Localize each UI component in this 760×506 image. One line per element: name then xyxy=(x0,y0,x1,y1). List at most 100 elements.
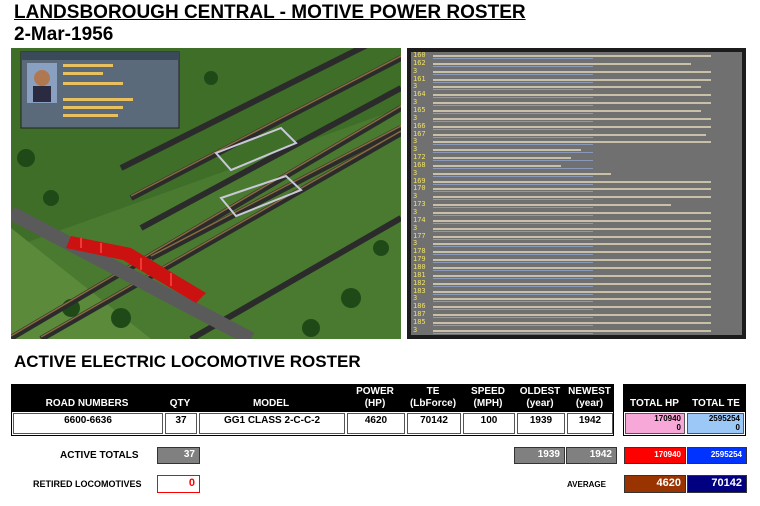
vehicle-profit-bar xyxy=(433,282,711,285)
vehicle-info-line xyxy=(433,81,593,83)
vehicle-number: 168 xyxy=(413,160,426,169)
vehicle-info-line xyxy=(433,238,593,240)
list-item: 3 xyxy=(411,145,742,154)
col-newest: NEWEST (year) xyxy=(568,386,611,409)
vehicle-info-line xyxy=(433,222,593,224)
vehicle-info-line xyxy=(433,65,593,67)
list-item: 3 xyxy=(411,325,742,335)
active-total-hp-box: 170940 xyxy=(624,447,686,464)
vehicle-number: 3 xyxy=(413,208,418,216)
vehicle-profit-bar xyxy=(433,196,711,199)
vehicle-profit-bar xyxy=(433,55,711,57)
table-row: 6600-6636 37 GG1 CLASS 2-C-C-2 4620 7014… xyxy=(11,411,614,436)
vehicle-profit-bar xyxy=(433,125,711,128)
list-item: 183 xyxy=(411,287,742,296)
list-item: 177 xyxy=(411,232,742,241)
list-item: 173 xyxy=(411,200,742,209)
vehicle-info-line xyxy=(433,199,593,201)
vehicle-number: 3 xyxy=(413,66,418,75)
col-model: MODEL xyxy=(252,398,290,409)
list-item: 180 xyxy=(411,263,742,272)
vehicle-number: 3 xyxy=(413,325,418,334)
page-title: LANDSBOROUGH CENTRAL - MOTIVE POWER ROST… xyxy=(14,2,526,23)
col-total-te: TOTAL TE xyxy=(692,398,740,409)
list-item: 166 xyxy=(411,121,742,131)
list-item: 187 xyxy=(411,310,742,319)
list-item: 168 xyxy=(411,160,742,170)
cell-total-hp: 170940 0 xyxy=(625,413,685,434)
vehicle-number: 169 xyxy=(413,176,426,185)
vehicle-info-line xyxy=(433,89,593,91)
vehicle-profit-bar xyxy=(433,180,711,183)
vehicle-number: 3 xyxy=(413,168,418,177)
vehicle-number: 161 xyxy=(413,74,426,83)
retired-label: RETIRED LOCOMOTIVES xyxy=(33,479,142,489)
vehicle-info-line xyxy=(433,215,593,216)
vehicle-profit-bar xyxy=(433,290,711,293)
active-total-te-box: 2595254 xyxy=(687,447,747,464)
list-item: 186 xyxy=(411,302,742,311)
vehicle-info-line xyxy=(433,136,593,138)
active-oldest-box: 1939 xyxy=(514,447,565,464)
list-item: 3 xyxy=(411,168,742,178)
vehicle-profit-bar xyxy=(433,157,571,160)
vehicle-info-line xyxy=(433,309,593,311)
list-item: 3 xyxy=(411,192,742,201)
vehicle-info-line xyxy=(433,317,593,319)
list-item: 3 xyxy=(411,114,742,123)
cell-power: 4620 xyxy=(347,413,405,434)
col-power: POWER (HP) xyxy=(356,386,394,409)
vehicle-profit-bar xyxy=(433,329,711,332)
vehicle-number: 178 xyxy=(413,247,426,256)
list-item: 3 xyxy=(411,66,742,76)
vehicle-number: 3 xyxy=(413,98,418,107)
vehicle-info-line xyxy=(433,293,593,295)
vehicle-profit-bar xyxy=(433,141,711,144)
list-item: 3 xyxy=(411,224,742,233)
col-qty: QTY xyxy=(169,398,191,409)
vehicle-number: 166 xyxy=(413,121,426,130)
vehicle-info-line xyxy=(433,97,593,99)
active-totals-label: ACTIVE TOTALS xyxy=(60,450,139,461)
totals-header: TOTAL HP TOTAL TE xyxy=(623,384,746,411)
vehicle-number: 3 xyxy=(413,145,418,154)
vehicle-profit-bar xyxy=(433,306,711,309)
vehicle-number: 182 xyxy=(413,278,426,287)
vehicle-info-line xyxy=(433,175,593,177)
list-item: 169 xyxy=(411,176,742,186)
cell-te: 70142 xyxy=(407,413,461,434)
vehicle-info-line xyxy=(433,144,593,146)
list-item: 164 xyxy=(411,90,742,99)
list-item: 174 xyxy=(411,216,742,225)
vehicle-profit-bar xyxy=(433,314,711,317)
cell-newest: 1942 xyxy=(567,413,613,434)
vehicle-profit-bar xyxy=(433,321,711,324)
cell-speed: 100 xyxy=(463,413,515,434)
vehicle-info-line xyxy=(433,112,593,114)
vehicle-profit-bar xyxy=(433,259,711,262)
vehicle-number: 179 xyxy=(413,255,426,264)
vehicle-profit-bar xyxy=(433,243,711,246)
vehicle-info-line xyxy=(433,128,593,130)
cell-road-numbers: 6600-6636 xyxy=(13,413,163,434)
vehicle-profit-bar xyxy=(433,172,611,175)
list-item: 165 xyxy=(411,106,742,115)
vehicle-profit-bar xyxy=(433,70,711,73)
cell-total-te: 2595254 0 xyxy=(687,413,744,434)
cell-oldest: 1939 xyxy=(517,413,565,434)
vehicle-profit-bar xyxy=(433,188,711,191)
vehicle-number: 3 xyxy=(413,82,418,91)
col-oldest: OLDEST (year) xyxy=(519,386,561,409)
active-newest-box: 1942 xyxy=(566,447,617,464)
total-hp-sub: 0 xyxy=(676,423,681,432)
vehicle-profit-bar xyxy=(433,109,701,112)
col-speed: SPEED (MPH) xyxy=(471,386,505,409)
vehicle-info-line xyxy=(433,332,593,334)
vehicle-info-line xyxy=(433,120,593,122)
table-header: ROAD NUMBERS QTY MODEL POWER (HP) TE (Lb… xyxy=(11,384,614,411)
vehicle-profit-bar xyxy=(433,78,711,81)
vehicle-number: 172 xyxy=(413,153,426,162)
avg-hp-box: 4620 xyxy=(624,475,686,493)
